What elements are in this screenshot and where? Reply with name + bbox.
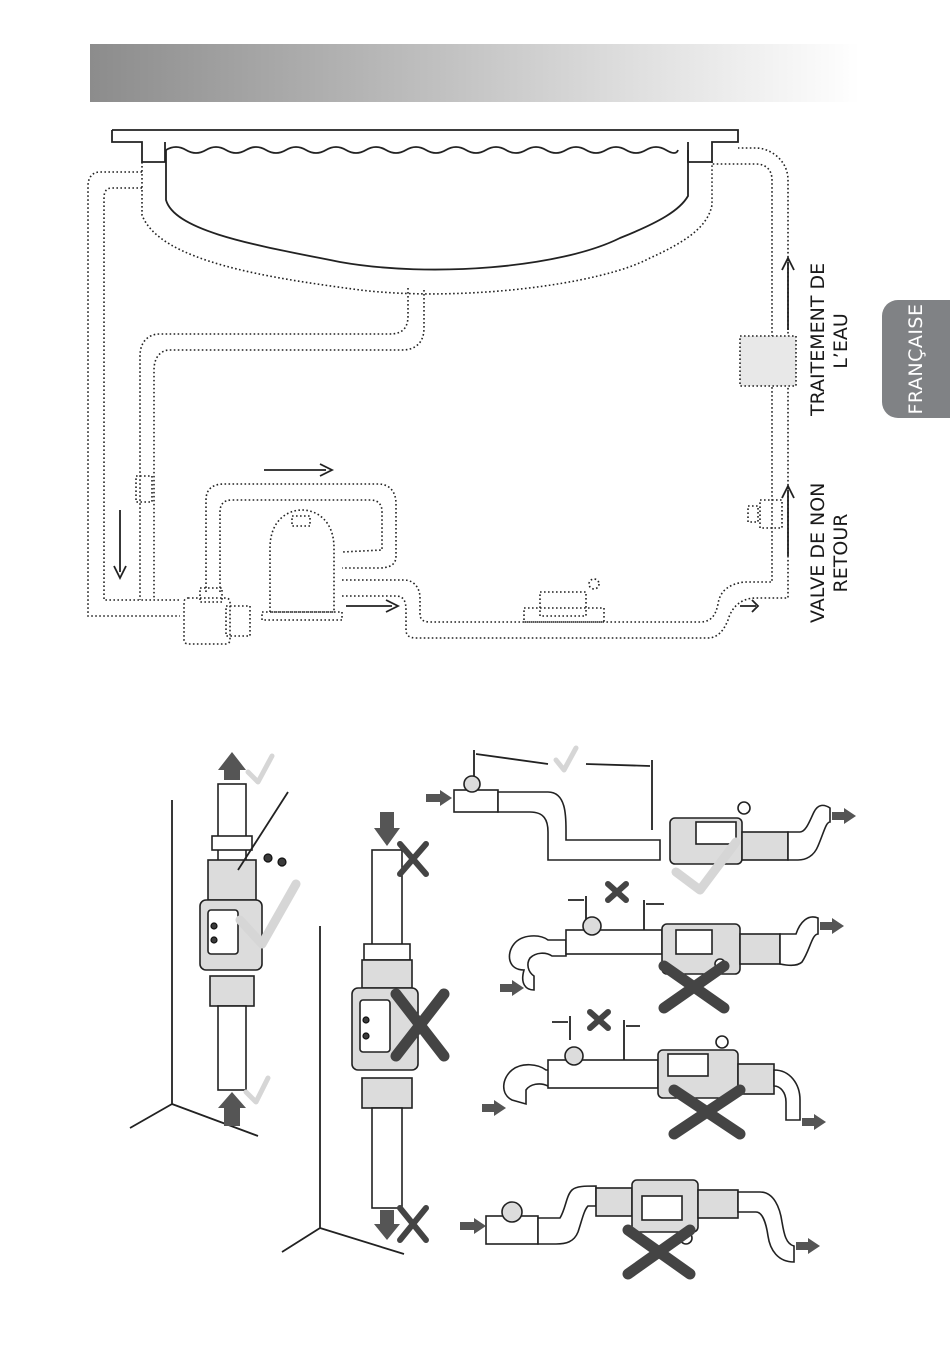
vertical-install-correct	[130, 752, 296, 1136]
bolt-2	[278, 858, 286, 866]
outflow-arrow-2	[374, 1210, 400, 1240]
device-label-4	[676, 930, 712, 954]
check-valve-body	[760, 500, 782, 528]
outlet-union-4	[740, 934, 780, 964]
cross-icon	[590, 1012, 608, 1028]
device-knob-3	[738, 802, 750, 814]
cross-icon	[628, 1230, 690, 1274]
skimmer-pipe-outer	[104, 188, 180, 600]
cross-icon	[400, 1208, 426, 1240]
device-led-3	[363, 1017, 369, 1023]
horizontal-install-wrong-a	[500, 884, 844, 1008]
pool-deck-outline	[112, 130, 738, 162]
outflow-arrow-4	[820, 918, 844, 934]
inflow-arrow-4	[500, 980, 524, 996]
outflow-arrow-5	[802, 1114, 826, 1130]
valve-handle-1	[464, 776, 480, 792]
upper-coupling-1	[212, 836, 252, 850]
vertical-install-wrong	[282, 812, 444, 1254]
outlet-pipe-3	[788, 805, 830, 860]
valve-handle-6	[502, 1202, 522, 1222]
dimension-line-2	[568, 900, 664, 904]
s-pipe-1	[498, 792, 660, 860]
pump-lid	[200, 588, 222, 602]
straight-pipe-4	[566, 930, 662, 954]
device-knob-5	[716, 1036, 728, 1048]
pump-to-filter-pipe-inner	[220, 500, 382, 592]
inlet-tee-1	[454, 790, 498, 812]
device-led-4	[363, 1033, 369, 1039]
valve-handle-5	[565, 1047, 583, 1065]
upper-pipe-2	[372, 850, 402, 950]
main-drain-pipe-outer	[154, 290, 424, 600]
return-pipe-inner	[342, 148, 788, 638]
inlet-loop-4	[509, 936, 566, 990]
device-led-2	[211, 937, 217, 943]
cross-icon	[608, 884, 626, 900]
bottom-union-2	[362, 1078, 412, 1108]
check-valve-cap	[748, 506, 758, 522]
cross-icon	[400, 844, 426, 874]
outlet-pipe-5	[774, 1070, 800, 1120]
lower-pipe-2	[372, 1108, 402, 1208]
outlet-pipe-4	[780, 917, 818, 965]
inflow-arrow-2	[374, 812, 400, 846]
horizontal-install-correct	[426, 748, 856, 890]
filter-valve	[292, 516, 310, 526]
pump-body	[184, 598, 230, 644]
horizontal-install-wrong-b	[482, 1012, 826, 1134]
check-icon	[246, 1078, 268, 1102]
inline-device-knob	[589, 579, 599, 589]
outflow-arrow-3	[832, 808, 856, 824]
outflow-arrow-6	[796, 1238, 820, 1254]
inline-device-body	[540, 592, 586, 616]
valve-handle-4	[583, 917, 601, 935]
dimension-line-1	[476, 754, 650, 766]
inflow-arrow-3	[426, 790, 452, 806]
inflow-arrow-6	[460, 1218, 486, 1234]
device-led-1	[211, 923, 217, 929]
main-drain-pipe	[140, 288, 408, 600]
inline-device-pipe	[524, 608, 604, 622]
inflow-arrow-5	[482, 1100, 506, 1116]
top-union-1	[208, 860, 256, 900]
water-treatment-box	[740, 336, 796, 386]
bolt-1	[264, 854, 272, 862]
top-union-2	[362, 960, 412, 988]
outlet-union-6	[698, 1190, 738, 1218]
outlet-pipe-6	[738, 1192, 794, 1262]
pool-basin-outer	[142, 162, 712, 294]
bottom-union-1	[210, 976, 254, 1006]
pool-basin-inner	[166, 150, 688, 270]
check-icon	[556, 748, 576, 770]
return-pipe	[342, 164, 772, 622]
left-pipe-fitting	[136, 476, 152, 502]
horizontal-install-wrong-c	[460, 1180, 820, 1274]
upper-coupling-2	[364, 944, 410, 960]
inlet-union-6	[596, 1188, 632, 1216]
device-label-2	[360, 1000, 390, 1052]
device-label-5	[668, 1054, 708, 1076]
pool-water-surface	[166, 147, 678, 153]
s-pipe-6	[538, 1186, 596, 1244]
check-icon	[248, 756, 272, 782]
pool-plumbing-diagram	[88, 130, 796, 644]
inflow-arrow-1	[218, 1092, 246, 1126]
straight-pipe-5	[548, 1060, 658, 1088]
outlet-union-3	[742, 832, 788, 860]
device-label-6	[642, 1196, 682, 1220]
skimmer-pipe	[88, 172, 180, 616]
device-label-3	[696, 822, 736, 844]
filter-base	[262, 612, 342, 620]
device-label-1	[208, 910, 238, 954]
lower-pipe-1	[218, 1006, 246, 1090]
outflow-arrow-1	[218, 752, 246, 780]
